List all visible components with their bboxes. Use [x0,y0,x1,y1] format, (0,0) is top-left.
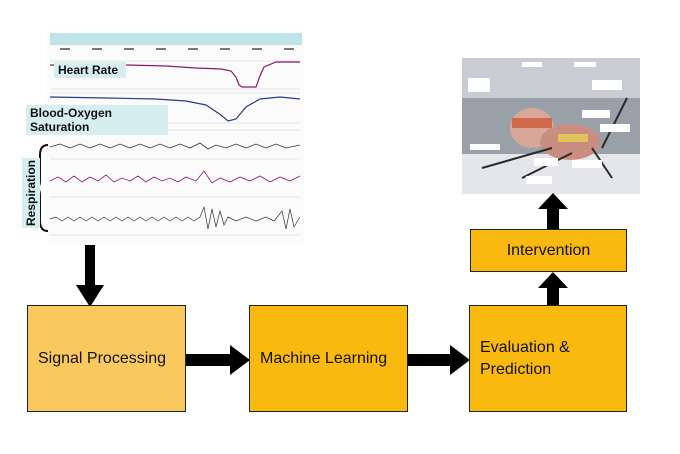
respiration-trace-3 [49,205,301,230]
monitor-header-bar [50,33,302,45]
blood-oxygen-trace [49,96,301,122]
intervention-box: Intervention [470,229,627,272]
arrow-signal-to-ml [186,345,250,375]
arrow-monitor-to-signal [76,245,104,307]
respiration-label: Respiration [22,158,40,228]
blood-oxygen-label: Blood-Oxygen Saturation [26,105,168,135]
heart-rate-trace [49,61,300,88]
respiration-trace-1 [49,142,301,150]
signal-processing-label: Signal Processing [38,349,167,367]
infant-intervention-photo [462,58,640,194]
evaluation-label-line2: Prediction [480,360,552,378]
arrow-intervention-to-photo [538,193,568,229]
evaluation-prediction-box: Evaluation & Prediction [469,305,627,412]
machine-learning-box: Machine Learning [249,305,408,412]
signal-processing-box: Signal Processing [27,305,186,412]
monitor-time-ticks [60,48,294,50]
intervention-label: Intervention [506,241,591,259]
arrow-ml-to-evaluation [408,345,470,375]
respiration-trace-2 [49,170,301,184]
heart-rate-label: Heart Rate [54,62,126,78]
machine-learning-label: Machine Learning [260,350,388,367]
evaluation-label-line1: Evaluation & [480,338,570,356]
arrow-evaluation-to-intervention [538,272,568,308]
